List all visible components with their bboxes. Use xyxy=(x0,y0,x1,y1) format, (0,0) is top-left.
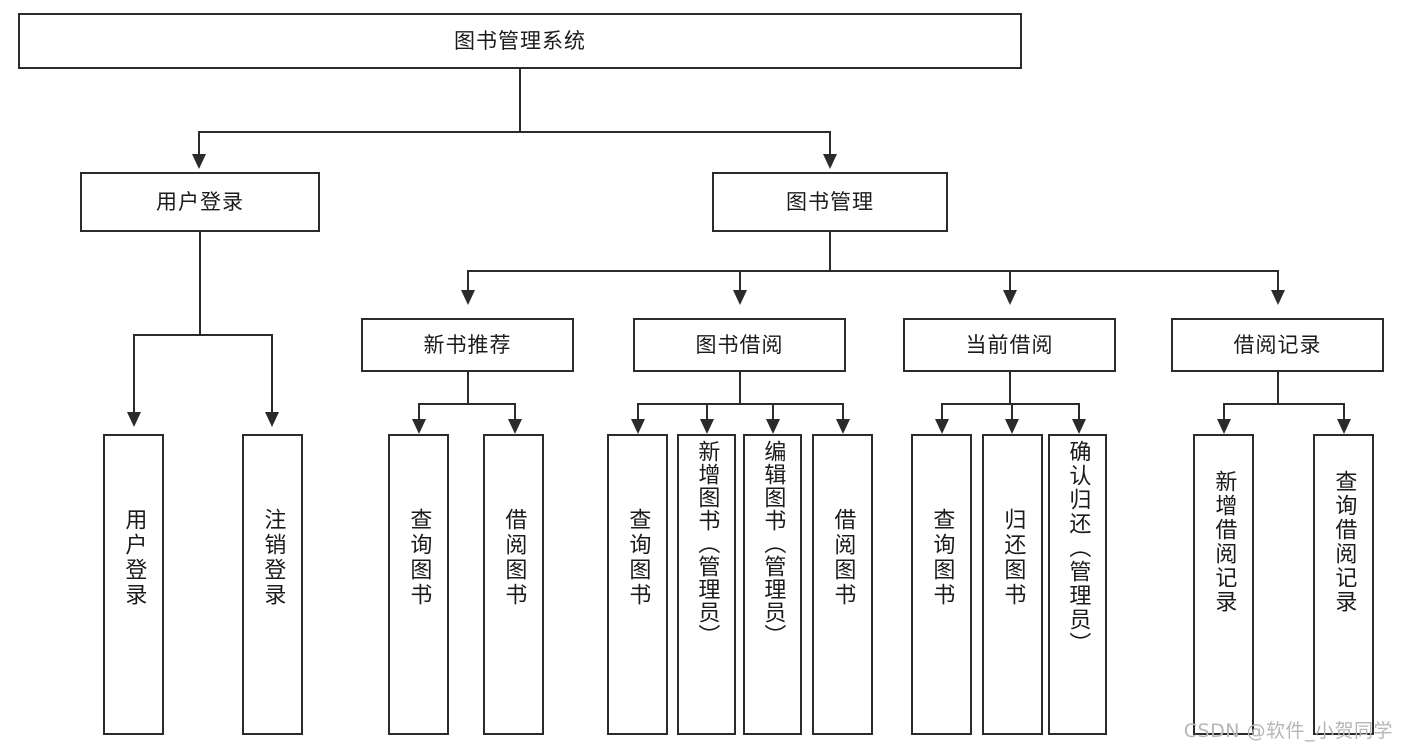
connector-level2-bus xyxy=(467,270,1278,272)
connector-to-book-manage xyxy=(829,131,831,156)
node-borrow-record[interactable]: 借阅记录 xyxy=(1171,318,1384,372)
leaf-user-login-label: 用户登录 xyxy=(121,508,147,608)
node-book-manage[interactable]: 图书管理 xyxy=(712,172,948,232)
arrowhead-to-borrow-record xyxy=(1271,290,1285,305)
leaf-logout-label: 注销登录 xyxy=(260,508,286,608)
connector-new-book-l2 xyxy=(514,403,516,421)
connector-current-borrow-stem xyxy=(1009,372,1011,404)
connector-book-manage-stem xyxy=(829,232,831,272)
leaf-add-book-admin-label: 新增图书（管理员） xyxy=(694,440,720,647)
arrowhead-to-book-manage xyxy=(823,154,837,169)
leaf-query-book-current[interactable]: 查询图书 xyxy=(911,434,972,735)
arrowhead-leaf-query-book-2 xyxy=(631,419,645,434)
connector-borrow-book-l1 xyxy=(637,403,639,421)
connector-user-login-stem xyxy=(199,232,201,336)
leaf-borrow-book-borrow-label: 借阅图书 xyxy=(830,508,856,608)
node-new-book-label: 新书推荐 xyxy=(423,332,512,357)
connector-borrow-book-bus xyxy=(637,403,843,405)
leaf-return-book[interactable]: 归还图书 xyxy=(982,434,1043,735)
arrowhead-leaf-borrow-book-1 xyxy=(508,419,522,434)
connector-current-borrow-bus xyxy=(941,403,1080,405)
leaf-return-book-label: 归还图书 xyxy=(1000,508,1026,608)
leaf-add-borrow-record[interactable]: 新增借阅记录 xyxy=(1193,434,1254,735)
connector-current-borrow-l2 xyxy=(1011,403,1013,421)
node-user-login-label: 用户登录 xyxy=(156,189,244,214)
node-user-login[interactable]: 用户登录 xyxy=(80,172,320,232)
arrowhead-leaf-add-record xyxy=(1217,419,1231,434)
leaf-add-book-admin[interactable]: 新增图书（管理员） xyxy=(677,434,736,735)
leaf-edit-book-admin-label: 编辑图书（管理员） xyxy=(760,440,786,647)
connector-new-book-stem xyxy=(467,372,469,404)
arrowhead-to-user-login xyxy=(192,154,206,169)
arrowhead-leaf-add-book xyxy=(700,419,714,434)
connector-to-borrow-book xyxy=(739,270,741,292)
connector-new-book-l1 xyxy=(418,403,420,421)
node-borrow-book-label: 图书借阅 xyxy=(695,332,784,357)
leaf-query-borrow-record-label: 查询借阅记录 xyxy=(1331,470,1357,614)
connector-borrow-book-l4 xyxy=(842,403,844,421)
connector-borrow-record-stem xyxy=(1277,372,1279,404)
leaf-logout[interactable]: 注销登录 xyxy=(242,434,303,735)
leaf-user-login[interactable]: 用户登录 xyxy=(103,434,164,735)
node-current-borrow-label: 当前借阅 xyxy=(965,332,1054,357)
connector-user-login-left xyxy=(133,334,135,414)
leaf-add-borrow-record-label: 新增借阅记录 xyxy=(1211,470,1237,614)
arrowhead-leaf-query-book-1 xyxy=(412,419,426,434)
connector-to-borrow-record xyxy=(1277,270,1279,292)
connector-user-login-bus xyxy=(133,334,273,336)
connector-borrow-record-bus xyxy=(1223,403,1344,405)
arrowhead-leaf-borrow-book-2 xyxy=(836,419,850,434)
arrowhead-leaf-confirm-return xyxy=(1072,419,1086,434)
connector-borrow-record-l2 xyxy=(1343,403,1345,421)
leaf-confirm-return-admin-label: 确认归还（管理员） xyxy=(1065,440,1091,656)
connector-to-current-borrow xyxy=(1009,270,1011,292)
arrowhead-leaf-edit-book xyxy=(766,419,780,434)
leaf-confirm-return-admin[interactable]: 确认归还（管理员） xyxy=(1048,434,1107,735)
connector-current-borrow-l3 xyxy=(1078,403,1080,421)
leaf-query-book-borrow-label: 查询图书 xyxy=(625,508,651,608)
node-root[interactable]: 图书管理系统 xyxy=(18,13,1022,69)
node-borrow-book[interactable]: 图书借阅 xyxy=(633,318,846,372)
leaf-edit-book-admin[interactable]: 编辑图书（管理员） xyxy=(743,434,802,735)
leaf-query-book-borrow[interactable]: 查询图书 xyxy=(607,434,668,735)
node-current-borrow[interactable]: 当前借阅 xyxy=(903,318,1116,372)
leaf-borrow-book-new[interactable]: 借阅图书 xyxy=(483,434,544,735)
leaf-query-book-new-label: 查询图书 xyxy=(406,508,432,608)
leaf-query-book-current-label: 查询图书 xyxy=(929,508,955,608)
node-new-book[interactable]: 新书推荐 xyxy=(361,318,574,372)
connector-borrow-record-l1 xyxy=(1223,403,1225,421)
leaf-borrow-book-borrow[interactable]: 借阅图书 xyxy=(812,434,873,735)
connector-to-new-book xyxy=(467,270,469,292)
arrowhead-leaf-user-login xyxy=(127,412,141,427)
arrowhead-to-current-borrow xyxy=(1003,290,1017,305)
arrowhead-to-borrow-book xyxy=(733,290,747,305)
arrowhead-leaf-query-record xyxy=(1337,419,1351,434)
connector-borrow-book-l2 xyxy=(706,403,708,421)
connector-user-login-right xyxy=(271,334,273,414)
node-borrow-record-label: 借阅记录 xyxy=(1233,332,1322,357)
arrowhead-leaf-return-book xyxy=(1005,419,1019,434)
connector-borrow-book-stem xyxy=(739,372,741,404)
connector-to-user-login xyxy=(198,131,200,156)
arrowhead-leaf-query-book-3 xyxy=(935,419,949,434)
connector-current-borrow-l1 xyxy=(941,403,943,421)
arrowhead-leaf-logout xyxy=(265,412,279,427)
connector-borrow-book-l3 xyxy=(772,403,774,421)
node-book-manage-label: 图书管理 xyxy=(786,189,874,214)
connector-root-stem xyxy=(519,69,521,132)
leaf-query-book-new[interactable]: 查询图书 xyxy=(388,434,449,735)
connector-new-book-bus xyxy=(418,403,516,405)
leaf-query-borrow-record[interactable]: 查询借阅记录 xyxy=(1313,434,1374,735)
node-root-label: 图书管理系统 xyxy=(454,28,586,53)
leaf-borrow-book-new-label: 借阅图书 xyxy=(501,508,527,608)
arrowhead-to-new-book xyxy=(461,290,475,305)
csdn-watermark: CSDN @软件_小贺同学 xyxy=(1183,720,1393,742)
connector-level1-bus xyxy=(198,131,830,133)
